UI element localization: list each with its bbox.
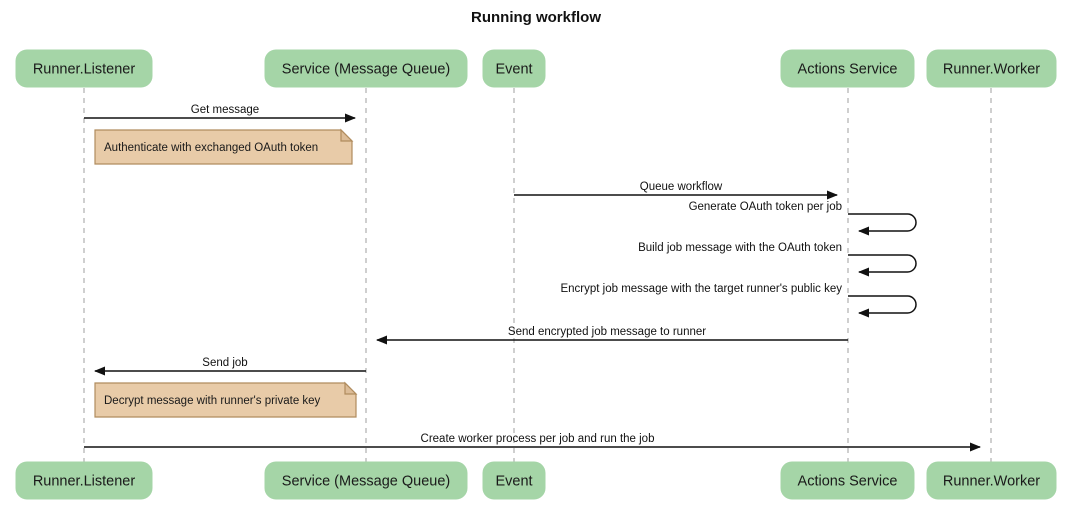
note-fold-corner-icon [340, 128, 354, 142]
participant-label: Runner.Listener [33, 473, 136, 489]
notes-layer: Authenticate with exchanged OAuth tokenD… [94, 128, 358, 418]
participant-box [264, 49, 468, 88]
participant-event-top[interactable]: Event [482, 49, 546, 88]
participant-label: Service (Message Queue) [282, 61, 450, 77]
message-label: Get message [191, 104, 259, 116]
note-body [94, 382, 357, 418]
message-label: Send job [202, 357, 247, 369]
note-decrypt-message-private-key: Decrypt message with runner's private ke… [94, 381, 358, 418]
message-self-loop-path [848, 213, 917, 236]
participant-label: Runner.Worker [943, 473, 1040, 489]
participant-box [926, 461, 1057, 500]
message-get-message[interactable]: Get message [84, 104, 356, 123]
message-label: Queue workflow [640, 181, 723, 193]
message-label: Generate OAuth token per job [689, 201, 842, 213]
participant-label: Event [495, 61, 532, 77]
participant-box [15, 49, 153, 88]
note-label: Authenticate with exchanged OAuth token [104, 142, 318, 154]
participant-label: Actions Service [798, 61, 898, 77]
participant-runner-listener-bottom[interactable]: Runner.Listener [15, 461, 153, 500]
participant-box [482, 49, 546, 88]
participant-service-message-queue-bottom[interactable]: Service (Message Queue) [264, 461, 468, 500]
note-label: Decrypt message with runner's private ke… [104, 395, 321, 407]
participant-runner-worker-top[interactable]: Runner.Worker [926, 49, 1057, 88]
note-body [94, 129, 353, 165]
message-encrypt-job-message-public-key[interactable]: Encrypt job message with the target runn… [560, 283, 917, 318]
note-fold-corner-icon [344, 381, 358, 395]
message-label: Build job message with the OAuth token [638, 242, 842, 254]
participant-event-bottom[interactable]: Event [482, 461, 546, 500]
participant-label: Event [495, 473, 532, 489]
message-create-worker-process-run-job[interactable]: Create worker process per job and run th… [84, 433, 981, 452]
participant-actions-service-top[interactable]: Actions Service [780, 49, 915, 88]
page-title: Running workflow [471, 9, 601, 26]
participant-service-message-queue-top[interactable]: Service (Message Queue) [264, 49, 468, 88]
participant-box [15, 461, 153, 500]
message-self-loop-path [848, 295, 917, 318]
message-self-loop-path [848, 254, 917, 277]
participant-box [926, 49, 1057, 88]
message-label: Encrypt job message with the target runn… [560, 283, 842, 295]
message-build-job-message-with-oauth-token[interactable]: Build job message with the OAuth token [638, 242, 917, 277]
participant-label: Runner.Listener [33, 61, 136, 77]
participants-bottom-layer: Runner.Listener Service (Message Queue) Ev… [15, 461, 1057, 500]
message-generate-oauth-token-per-job[interactable]: Generate OAuth token per job [689, 201, 917, 236]
participant-box [264, 461, 468, 500]
participant-label: Runner.Worker [943, 61, 1040, 77]
participant-runner-worker-bottom[interactable]: Runner.Worker [926, 461, 1057, 500]
message-send-encrypted-job-message-to-runner[interactable]: Send encrypted job message to runner [376, 326, 848, 345]
participant-runner-listener-top[interactable]: Runner.Listener [15, 49, 153, 88]
participant-box [780, 49, 915, 88]
participant-label: Service (Message Queue) [282, 473, 450, 489]
participants-top-layer: Runner.Listener Service (Message Queue) Ev… [15, 49, 1057, 88]
message-label: Send encrypted job message to runner [508, 326, 706, 338]
note-authenticate-oauth-token: Authenticate with exchanged OAuth token [94, 128, 354, 165]
participant-actions-service-bottom[interactable]: Actions Service [780, 461, 915, 500]
message-send-job[interactable]: Send job [94, 357, 366, 376]
message-queue-workflow[interactable]: Queue workflow [514, 181, 838, 200]
participant-label: Actions Service [798, 473, 898, 489]
participant-box [482, 461, 546, 500]
participant-box [780, 461, 915, 500]
message-label: Create worker process per job and run th… [421, 433, 655, 445]
lifelines-layer [83, 88, 992, 462]
